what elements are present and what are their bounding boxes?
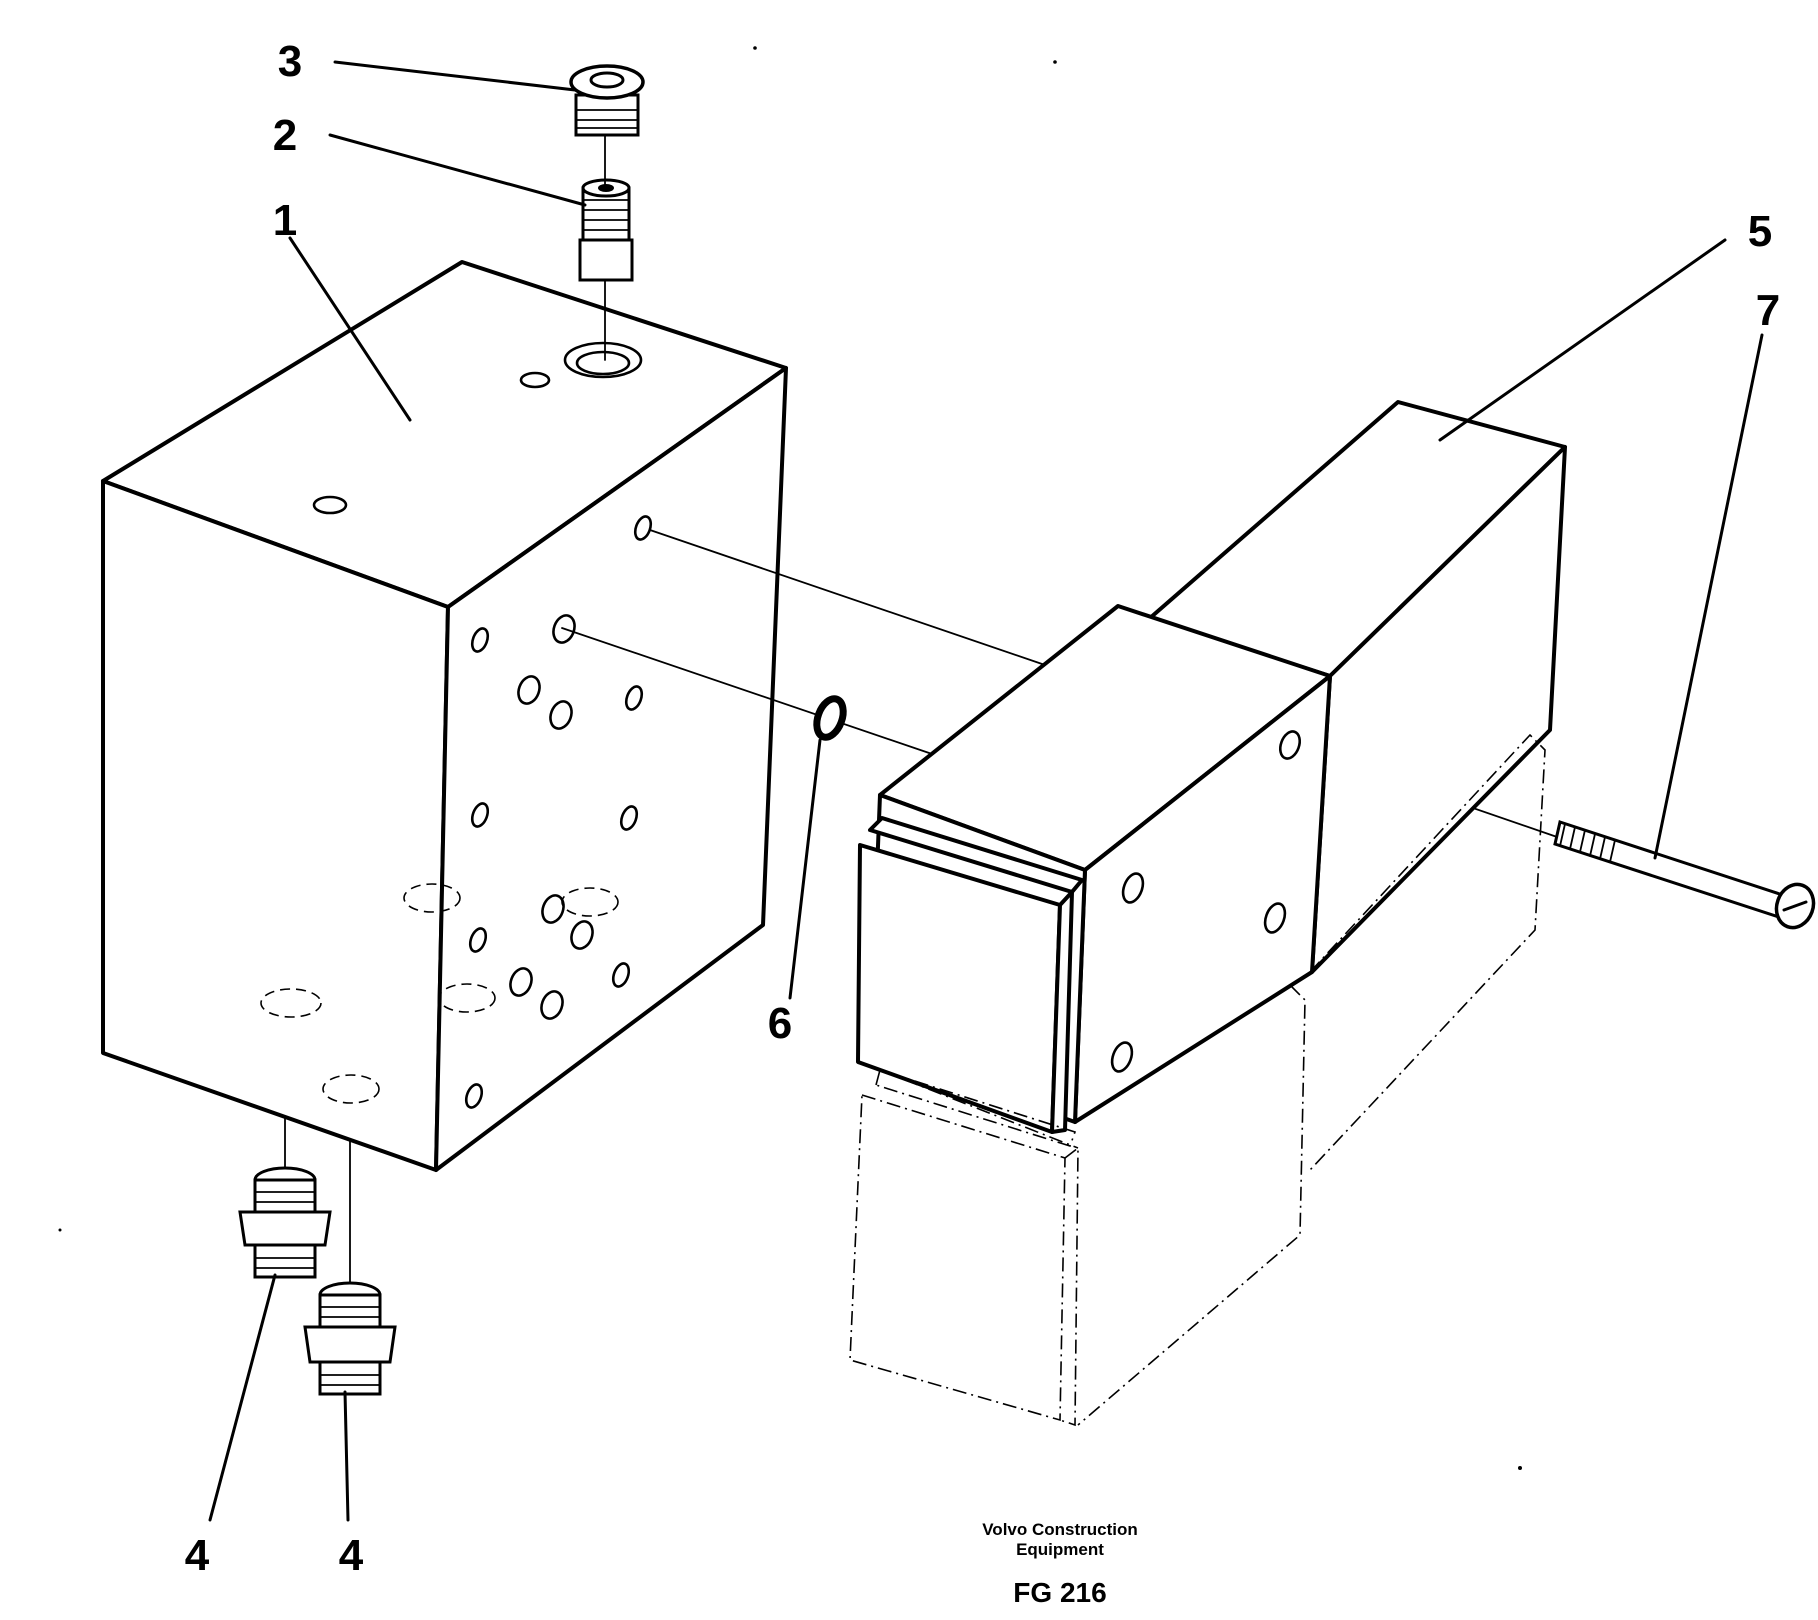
alignment-line-upper bbox=[649, 529, 1046, 666]
callout-6: 6 bbox=[768, 999, 792, 1048]
o-ring bbox=[813, 695, 847, 741]
phantom-valve-outline bbox=[849, 733, 1546, 1427]
callout-1: 1 bbox=[273, 196, 297, 245]
plug bbox=[569, 64, 645, 189]
alignment-line-lower bbox=[561, 627, 936, 756]
footer-company: Volvo Construction Equipment bbox=[930, 1520, 1190, 1560]
footer-company-line2: Equipment bbox=[1016, 1540, 1104, 1559]
solenoid-valve bbox=[856, 400, 1567, 1134]
leader-lines bbox=[208, 60, 1764, 1522]
callout-4-left: 4 bbox=[185, 1531, 210, 1580]
callout-7: 7 bbox=[1756, 286, 1780, 335]
callout-3: 3 bbox=[278, 37, 302, 86]
callout-5: 5 bbox=[1748, 207, 1772, 256]
callout-2: 2 bbox=[273, 111, 297, 160]
callout-4-right: 4 bbox=[339, 1531, 364, 1580]
figure-code: FG 216 bbox=[1013, 1577, 1107, 1608]
valve-block bbox=[101, 260, 788, 1172]
fitting-left bbox=[238, 1116, 332, 1279]
fitting-right bbox=[303, 1139, 397, 1396]
footer-company-line1: Volvo Construction bbox=[982, 1520, 1138, 1539]
check-valve-insert bbox=[578, 178, 634, 361]
bolt bbox=[1553, 820, 1816, 930]
